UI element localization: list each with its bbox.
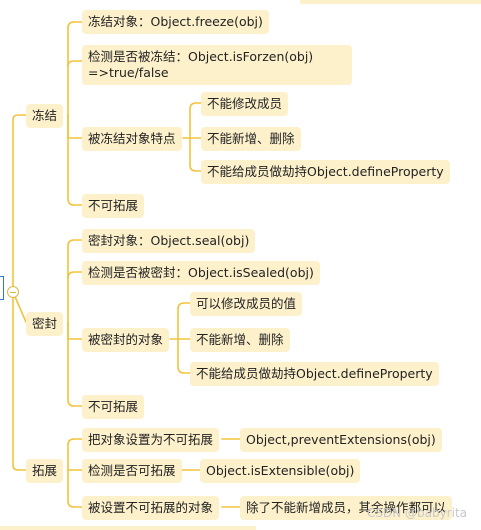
non-extensible-behavior-label: 除了不能新增成员，其余操作都可以 (246, 500, 447, 515)
freeze-spine (67, 21, 83, 116)
sealed-feature-3-label: 不能给成员做劫持Object.defineProperty (196, 366, 433, 381)
branch-seal[interactable]: 密封 (26, 312, 64, 336)
freeze-feature-spine (182, 102, 202, 139)
collapse-toggle-icon[interactable] (7, 286, 19, 298)
freeze-object-label: 冻结对象：Object.freeze(obj) (88, 14, 263, 29)
prevent-extensions-api-label: Object,preventExtensions(obj) (246, 432, 436, 447)
is-sealed-label: 检测是否被密封：Object.isSealed(obj) (88, 265, 314, 280)
non-extensible-object-label: 被设置不可拓展的对象 (88, 500, 214, 515)
frozen-feature-1[interactable]: 不能修改成员 (201, 92, 289, 116)
trunk-to-freeze (12, 114, 27, 293)
frozen-feature-3-label: 不能给成员做劫持Object.defineProperty (207, 164, 444, 179)
frozen-feature-3[interactable]: 不能给成员做劫持Object.defineProperty (201, 160, 450, 184)
seal-object-label: 密封对象：Object.seal(obj) (88, 233, 250, 248)
frozen-features-label: 被冻结对象特点 (88, 131, 176, 146)
offscreen-node-fragment-top (300, 0, 481, 4)
freeze-feature-3 (189, 137, 202, 172)
branch-seal-label: 密封 (32, 316, 58, 331)
seal-feature-3 (177, 338, 191, 374)
seal-link-3 (67, 321, 83, 340)
seal-not-extensible-label: 不可拓展 (88, 399, 139, 414)
sealed-feature-2-label: 不能新增、删除 (196, 332, 284, 347)
non-extensible-behavior-node[interactable]: 除了不能新增成员，其余操作都可以 (240, 496, 453, 520)
prevent-extensions-api-node[interactable]: Object,preventExtensions(obj) (240, 428, 442, 452)
freeze-object-node[interactable]: 冻结对象：Object.freeze(obj) (82, 10, 269, 34)
is-extensible-node[interactable]: 检测是否可拓展 (82, 459, 182, 483)
seal-link-4 (67, 321, 83, 407)
sealed-feature-2[interactable]: 不能新增、删除 (190, 328, 290, 352)
sealed-feature-3[interactable]: 不能给成员做劫持Object.defineProperty (190, 362, 439, 386)
extend-spine (67, 438, 83, 471)
freeze-link-4 (67, 114, 83, 206)
branch-extend-label: 拓展 (32, 463, 58, 478)
sealed-object-label: 被密封的对象 (88, 332, 164, 347)
seal-object-node[interactable]: 密封对象：Object.seal(obj) (82, 229, 256, 253)
is-extensible-label: 检测是否可拓展 (88, 463, 176, 478)
is-frozen-label: 检测是否被冻结：Object.isForzen(obj) =>true/fals… (88, 49, 314, 80)
offscreen-node-fragment-bottom (0, 526, 256, 530)
prevent-extensions-node[interactable]: 把对象设置为不可拓展 (82, 428, 220, 452)
seal-spine (67, 239, 83, 323)
frozen-feature-2-label: 不能新增、删除 (207, 131, 295, 146)
non-extensible-object-node[interactable]: 被设置不可拓展的对象 (82, 496, 220, 520)
seal-link-2 (67, 271, 83, 279)
root-node-edge[interactable] (0, 276, 4, 300)
trunk-to-extend (12, 291, 27, 471)
is-frozen-node[interactable]: 检测是否被冻结：Object.isForzen(obj) =>true/fals… (82, 45, 352, 85)
freeze-link-3 (67, 114, 83, 139)
watermark-text: CSDN @babyrita (366, 506, 467, 520)
sealed-feature-1-label: 可以修改成员的值 (196, 296, 297, 311)
frozen-feature-1-label: 不能修改成员 (207, 96, 283, 111)
is-extensible-api-label: Object.isExtensible(obj) (206, 463, 355, 478)
branch-freeze-label: 冻结 (32, 108, 58, 123)
freeze-link-2 (67, 60, 83, 67)
freeze-not-extensible-label: 不可拓展 (88, 198, 139, 213)
sealed-object-node[interactable]: 被密封的对象 (82, 328, 170, 352)
freeze-not-extensible-node[interactable]: 不可拓展 (82, 194, 145, 218)
branch-freeze[interactable]: 冻结 (26, 104, 64, 128)
is-extensible-api-node[interactable]: Object.isExtensible(obj) (200, 459, 361, 483)
sealed-feature-1[interactable]: 可以修改成员的值 (190, 292, 303, 316)
branch-extend[interactable]: 拓展 (26, 459, 64, 483)
frozen-feature-2[interactable]: 不能新增、删除 (201, 127, 301, 151)
seal-not-extensible-node[interactable]: 不可拓展 (82, 395, 145, 419)
prevent-extensions-label: 把对象设置为不可拓展 (88, 432, 214, 447)
is-sealed-node[interactable]: 检测是否被密封：Object.isSealed(obj) (82, 261, 320, 285)
extend-link-3 (67, 469, 83, 508)
seal-feature-spine (169, 302, 191, 340)
frozen-features-node[interactable]: 被冻结对象特点 (82, 127, 182, 151)
